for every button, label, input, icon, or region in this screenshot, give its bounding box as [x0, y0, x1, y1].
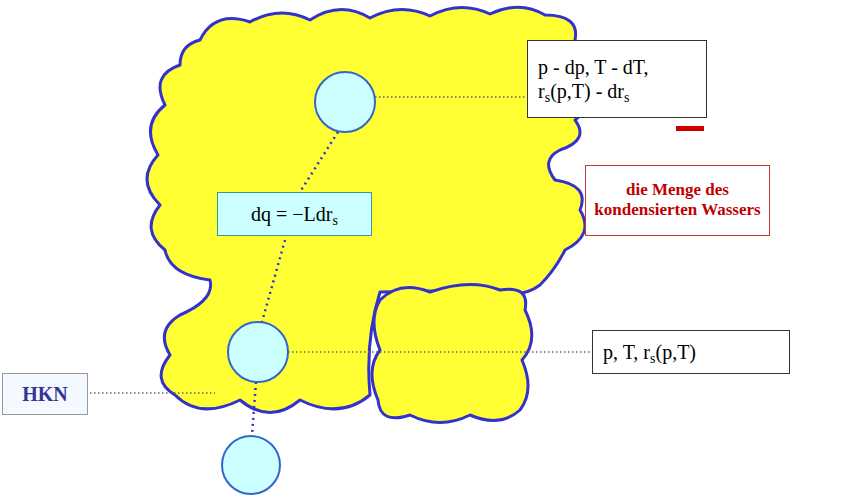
state-box: p - dp, T - dT, rs(p,T) - drs [527, 40, 707, 118]
ascent-path [300, 132, 338, 192]
air-parcel [228, 322, 288, 382]
ascent-path [262, 240, 285, 322]
air-parcel [315, 72, 375, 132]
node-text: p, T, rs(p,T) [603, 340, 779, 364]
leader-line [288, 351, 590, 353]
air-parcel [222, 436, 280, 494]
formula-box: dq = −Ldrs [217, 192, 372, 236]
leader-line [375, 96, 525, 98]
note-box: die Menge des kondensierten Wassers [585, 165, 770, 236]
state-box: p, T, rs(p,T) [592, 330, 790, 374]
level-label-box: HKN [2, 373, 88, 415]
leader-line [90, 392, 215, 394]
node-text: p - dp, T - dT, rs(p,T) - drs [538, 55, 696, 103]
node-text: HKN [9, 382, 81, 406]
node-text: dq = −Ldrs [226, 202, 363, 226]
node-text: die Menge des kondensierten Wassers [594, 180, 761, 221]
marker-bar [676, 126, 704, 131]
cloud-fragment [372, 284, 532, 422]
ascent-path [252, 382, 256, 435]
